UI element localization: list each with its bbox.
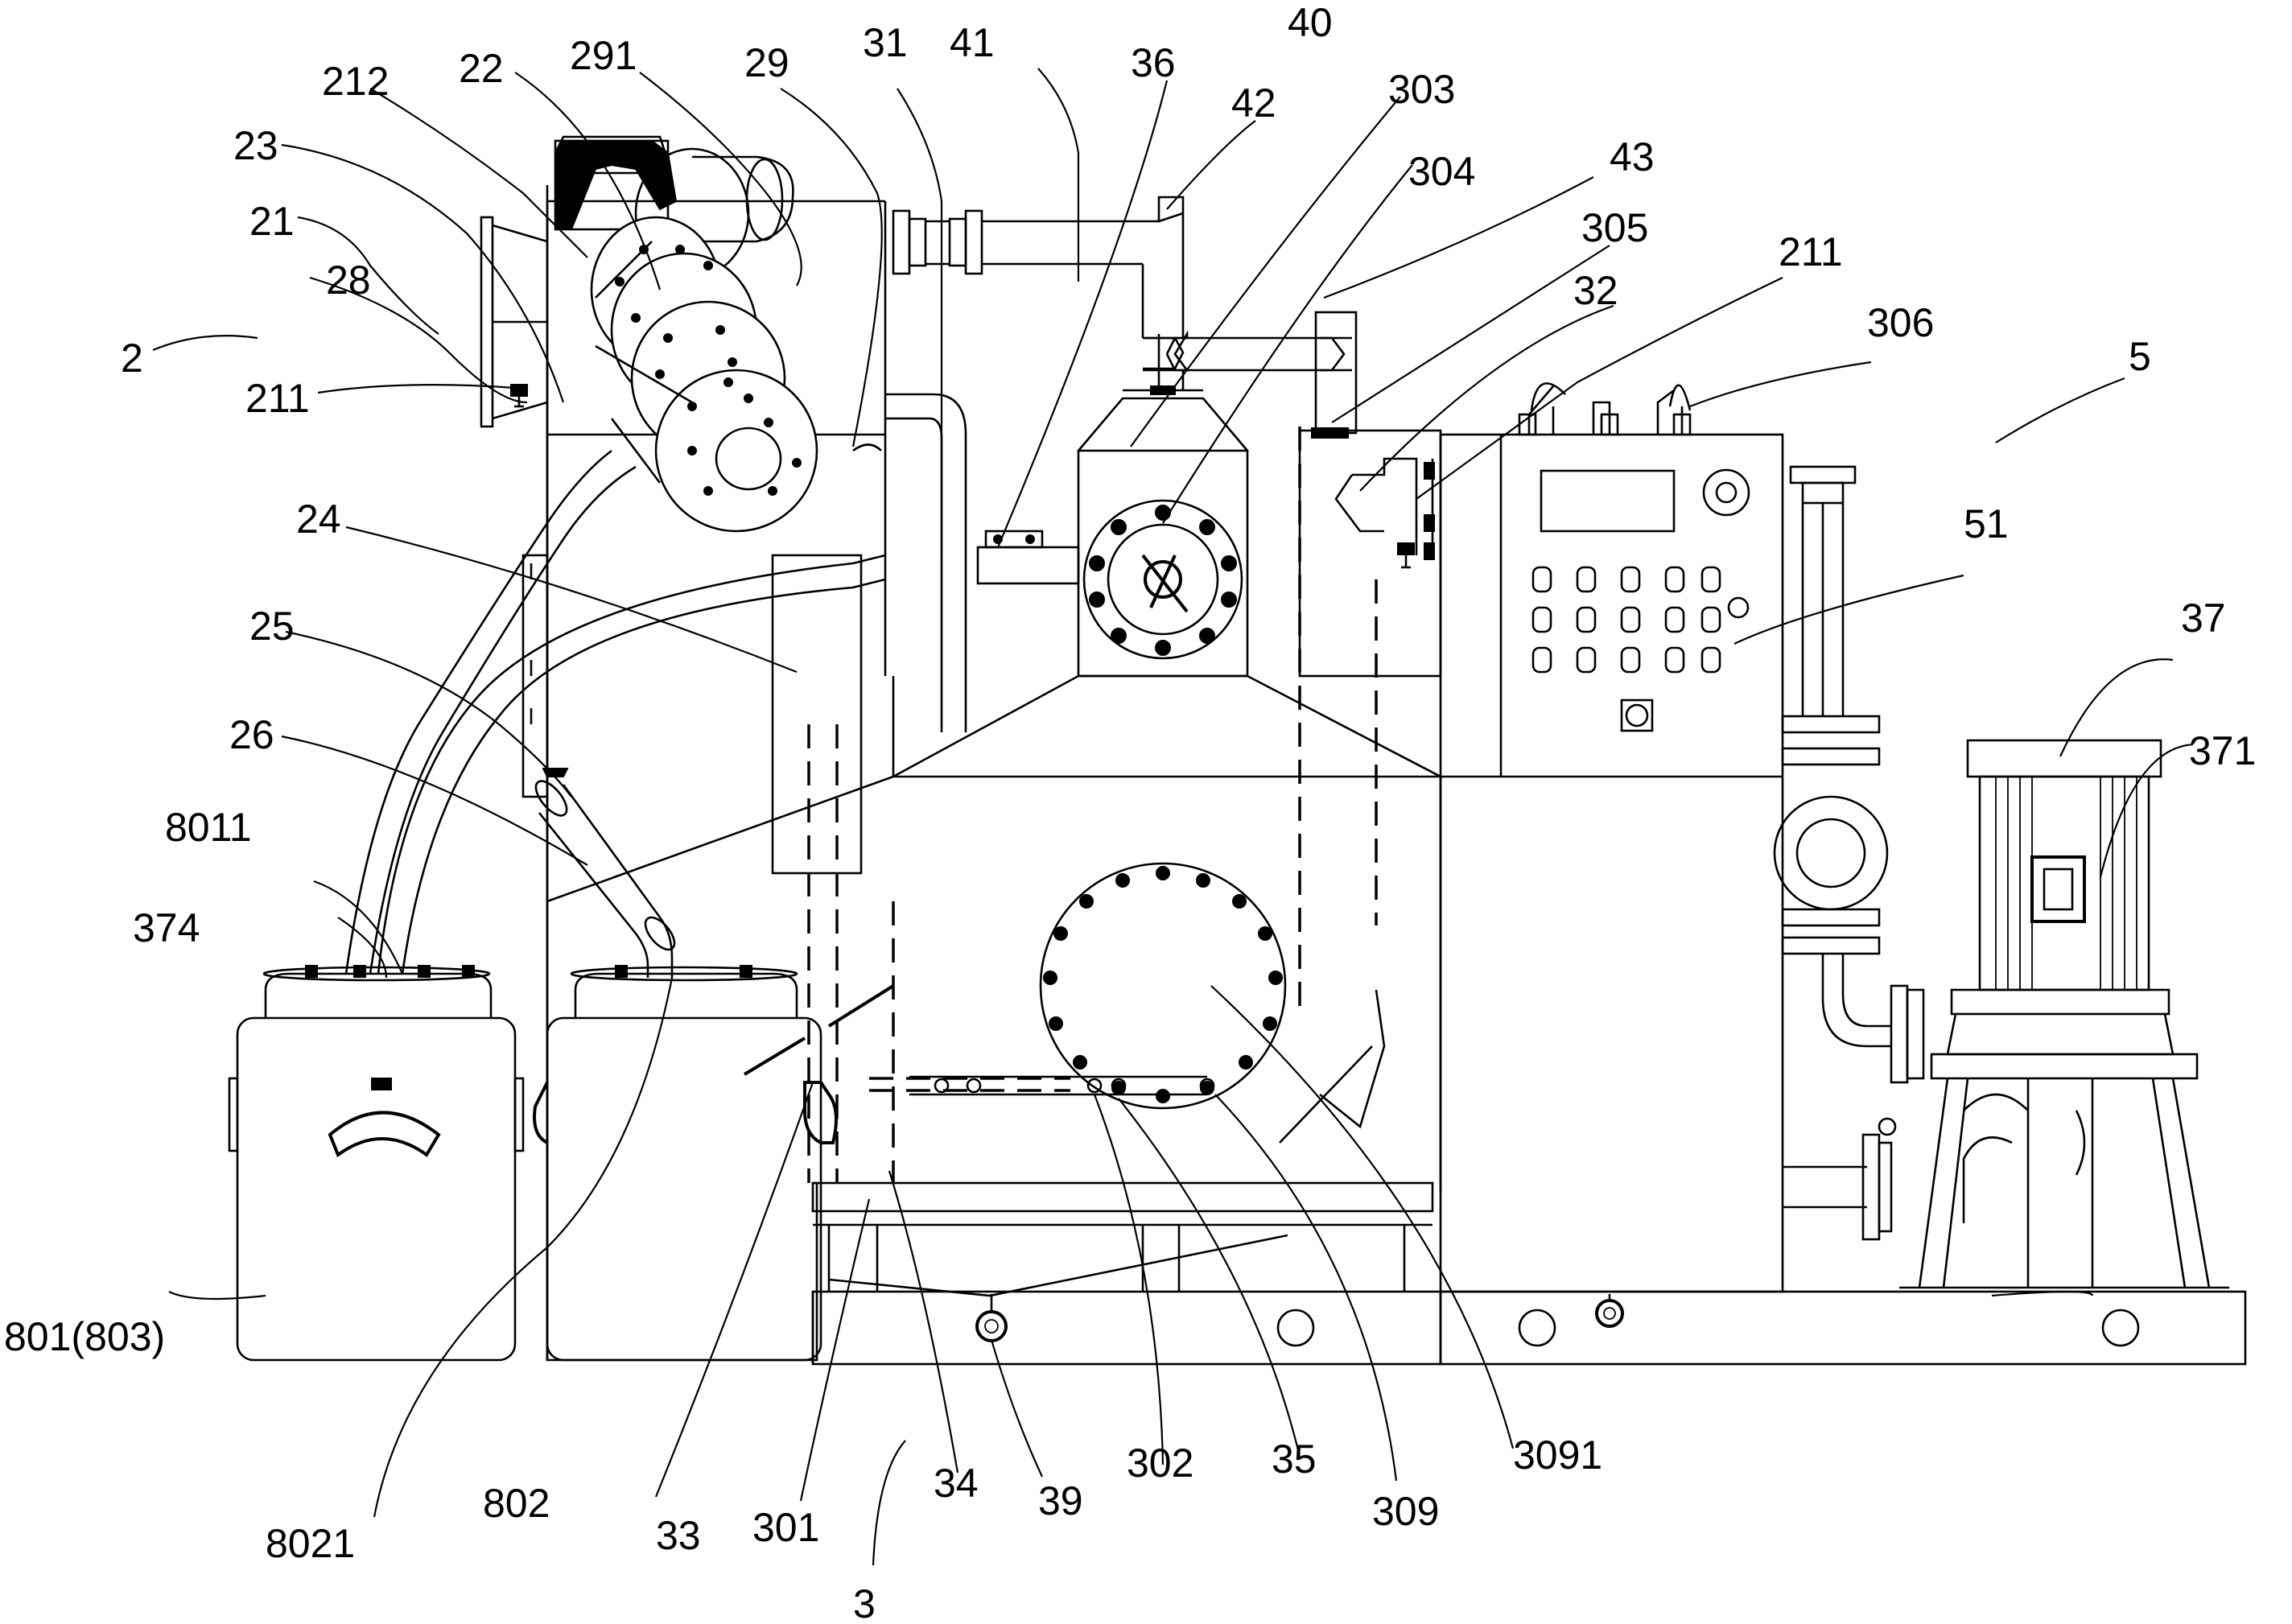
label-305: 305	[1581, 205, 1648, 250]
leader-lines	[152, 68, 2194, 1566]
pump-37	[1773, 465, 2229, 1289]
pipe-31	[885, 393, 967, 732]
label-211-left: 211	[245, 376, 310, 421]
label-291: 291	[570, 33, 637, 78]
label-23: 23	[233, 123, 278, 168]
label-302: 302	[1127, 1441, 1193, 1486]
label-8011: 8011	[165, 805, 252, 850]
label-2: 2	[121, 336, 143, 381]
label-39: 39	[1038, 1478, 1083, 1523]
motor-stand	[1899, 1078, 2229, 1289]
label-3091: 3091	[1513, 1432, 1602, 1478]
column-2	[344, 135, 967, 1360]
port-211-right	[1397, 542, 1415, 569]
control-cabinet-5	[1439, 382, 1784, 1293]
label-51: 51	[1964, 501, 2009, 546]
reactor-303	[976, 385, 1249, 678]
label-306: 306	[1867, 300, 1934, 345]
label-28: 28	[326, 258, 371, 303]
label-211-right: 211	[1779, 229, 1843, 274]
label-801: 801(803)	[4, 1314, 165, 1359]
drum-801	[228, 965, 525, 1362]
label-303: 303	[1388, 67, 1455, 112]
label-36: 36	[1131, 40, 1176, 85]
label-25: 25	[249, 604, 295, 649]
label-37: 37	[2181, 596, 2226, 641]
label-35: 35	[1272, 1436, 1317, 1482]
label-374: 374	[133, 905, 200, 950]
label-31: 31	[863, 20, 908, 65]
tank-3	[546, 427, 1442, 1362]
button-array-51	[1531, 566, 1721, 674]
label-41: 41	[950, 20, 995, 65]
label-43: 43	[1610, 134, 1655, 179]
fan-assembly-22	[554, 135, 818, 533]
lifting-lug-39	[975, 1294, 1008, 1342]
label-8021: 8021	[266, 1521, 355, 1566]
label-26: 26	[229, 712, 274, 757]
label-42: 42	[1231, 80, 1276, 126]
label-29: 29	[744, 40, 789, 85]
base-skid	[811, 1181, 2247, 1366]
label-24: 24	[296, 497, 341, 542]
label-40: 40	[1288, 0, 1333, 45]
label-371: 371	[2189, 728, 2256, 773]
label-304: 304	[1408, 149, 1475, 194]
duct-42	[1143, 330, 1346, 390]
discharge-pipe-26	[534, 768, 676, 978]
label-3: 3	[853, 1581, 876, 1624]
pipe-36	[976, 530, 1080, 585]
label-21: 21	[249, 199, 295, 244]
label-34: 34	[934, 1461, 979, 1506]
label-22: 22	[459, 46, 504, 91]
label-301: 301	[752, 1505, 819, 1550]
labels: 2 21 211 211 212 22 23 24 25 26 28 29 29…	[4, 0, 2256, 1624]
manhole-309	[1039, 862, 1287, 1110]
separator-32	[1298, 427, 1442, 678]
label-33: 33	[656, 1513, 701, 1558]
label-32: 32	[1573, 268, 1618, 313]
drum-802	[533, 965, 838, 1362]
label-802: 802	[483, 1481, 550, 1526]
motor-37	[1930, 739, 2199, 1080]
inlet-pipe-24	[344, 449, 886, 975]
label-212: 212	[322, 59, 389, 104]
exhaust-duct-41	[892, 196, 1185, 338]
label-5: 5	[2129, 334, 2151, 379]
stack-43	[1314, 311, 1358, 435]
label-309: 309	[1372, 1489, 1439, 1534]
lifting-lug-right	[1595, 1294, 1624, 1328]
